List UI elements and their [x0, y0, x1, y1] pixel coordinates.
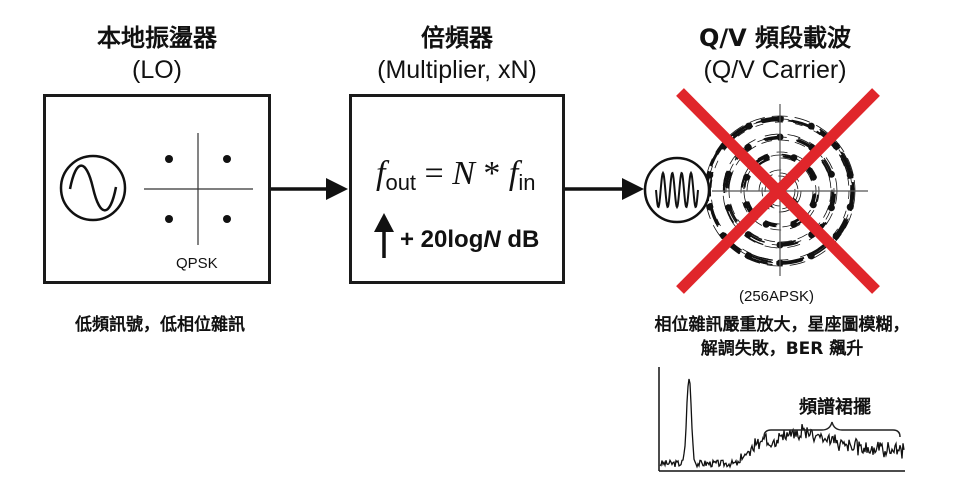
constellation-smear: [727, 172, 733, 189]
constellation-point: [706, 203, 714, 211]
arrow-multiplier-to-carrier: [565, 178, 644, 200]
spectrum-skirt-label: 頻譜裙擺: [799, 397, 871, 418]
qpsk-point: [165, 215, 173, 223]
formula-rhs: f: [508, 155, 519, 192]
constellation-smear: [834, 219, 849, 240]
qpsk-point: [223, 155, 231, 163]
constellation-point: [832, 142, 840, 150]
constellation-point: [807, 122, 815, 130]
constellation-smear: [840, 154, 851, 179]
qpsk-point: [165, 155, 173, 163]
carrier-title-text: Q/V 頻段載波: [698, 24, 852, 52]
constellation-smear: [709, 171, 714, 197]
lo-title: 本地振盪器 (LO): [43, 22, 271, 86]
constellation-point: [827, 170, 835, 178]
formula-lhs-sub: out: [385, 170, 417, 195]
skirt-brace: [763, 421, 901, 438]
sine-wave-icon: [59, 154, 127, 222]
constellation-smear: [744, 254, 768, 265]
multiplier-title: 倍頻器 (Multiplier, xN): [330, 22, 584, 86]
qpsk-point: [223, 215, 231, 223]
constellation-smear: [849, 187, 855, 212]
arrow-lo-to-multiplier: [271, 178, 348, 200]
constellation-point: [744, 143, 752, 151]
constellation-point: [809, 201, 817, 209]
constellation-point: [790, 220, 798, 228]
constellation-smear: [776, 258, 804, 265]
constellation-smear: [838, 154, 850, 180]
constellation-smear: [746, 251, 773, 261]
spectrum-plot: [658, 367, 905, 472]
constellation-smear: [776, 259, 799, 263]
constellation-smear: [791, 119, 815, 129]
constellation-smear: [755, 118, 784, 124]
lo-subtitle: (LO): [132, 56, 182, 84]
gain-text: + 20logN dB: [400, 226, 539, 254]
constellation-point: [745, 252, 753, 260]
constellation-point: [706, 171, 714, 179]
multiplier-title-text: 倍頻器: [421, 24, 493, 52]
constellation-point: [846, 203, 854, 211]
formula-equals: =: [416, 155, 453, 192]
constellation-point: [725, 204, 733, 212]
constellation-point: [762, 220, 770, 228]
constellation-smear: [745, 252, 768, 262]
formula-rhs-sub: in: [518, 170, 536, 195]
constellation-point: [790, 154, 798, 162]
constellation-smear: [822, 161, 831, 178]
spectrum-trace: [659, 378, 905, 469]
constellation-point: [744, 231, 752, 239]
lo-title-text: 本地振盪器: [97, 24, 217, 52]
constellation-smear: [843, 152, 854, 179]
multiplier-subtitle: (Multiplier, xN): [377, 56, 537, 84]
constellation-smear: [787, 120, 815, 130]
constellation-point: [827, 204, 835, 212]
constellation-smear: [835, 221, 849, 241]
gain-var: N: [483, 226, 501, 253]
constellation-point: [809, 173, 817, 181]
formula-lhs: f: [376, 155, 386, 192]
qpsk-constellation-icon: [144, 133, 253, 245]
qpsk-label: QPSK: [176, 255, 218, 272]
constellation-smear: [847, 184, 853, 211]
constellation-point: [762, 154, 770, 162]
lo-caption: 低頻訊號，低相位雜訊: [75, 315, 245, 335]
formula-factor: N: [452, 155, 475, 192]
constellation-point: [743, 173, 751, 181]
constellation-point: [846, 171, 854, 179]
failure-x-icon: [676, 88, 880, 294]
constellation-smear: [761, 119, 784, 124]
gain-suffix: dB: [500, 226, 540, 253]
constellation-smear: [832, 218, 847, 239]
carrier-subtitle: (Q/V Carrier): [703, 56, 847, 84]
constellation-point: [807, 252, 815, 260]
gain-up-arrow-icon: [374, 213, 394, 258]
frequency-formula: fout = N * fin: [376, 155, 536, 196]
carrier-caption: 相位雜訊嚴重放大，星座圖模糊， 解調失敗，BER 飆升: [612, 313, 952, 361]
constellation-smear: [724, 205, 735, 224]
apsk-label: (256APSK): [739, 288, 815, 305]
carrier-caption-line1: 相位雜訊嚴重放大，星座圖模糊，: [654, 315, 910, 335]
constellation-point: [725, 170, 733, 178]
formula-times: *: [474, 155, 509, 192]
constellation-point: [743, 201, 751, 209]
carrier-caption-line2: 解調失敗，BER 飆升: [700, 339, 864, 359]
constellation-point: [832, 232, 840, 240]
constellation-smear: [834, 218, 849, 241]
gain-prefix: + 20log: [400, 226, 484, 253]
carrier-title: Q/V 頻段載波 (Q/V Carrier): [650, 22, 900, 86]
constellation-point: [745, 122, 753, 130]
constellation-smear: [833, 219, 847, 240]
high-frequency-wave-icon: [643, 156, 711, 224]
constellation-smear: [760, 116, 784, 121]
constellation-smear: [710, 203, 719, 225]
